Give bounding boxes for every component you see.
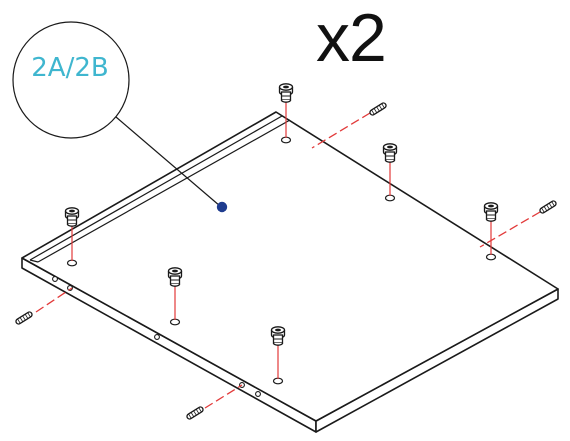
hole-icon	[169, 318, 181, 326]
hole-icon	[66, 259, 78, 267]
callout-leader-line	[115, 116, 221, 207]
wooden-dowel-icon	[368, 101, 388, 117]
hole-icon	[154, 334, 160, 340]
hole-icon	[272, 377, 284, 385]
dowel-guide-line	[204, 384, 243, 409]
callout	[12, 21, 228, 213]
hole-icon	[255, 391, 261, 397]
callout-circle	[12, 21, 130, 139]
hole-icon	[52, 276, 58, 282]
panel-groove-line	[29, 259, 39, 263]
dowel-guide-line	[35, 287, 73, 313]
callout-label: 2A/2B	[31, 53, 109, 83]
cam-lock-icon	[382, 143, 398, 163]
callout-marker	[216, 201, 228, 213]
cam-lock-icon	[483, 202, 499, 222]
hole-icon	[485, 253, 497, 261]
wooden-dowel-icon	[538, 199, 558, 215]
hole-icon	[384, 194, 396, 202]
dowel-guide-lines	[35, 112, 541, 409]
cam-lock-icon	[270, 326, 286, 346]
cam-guide-lines	[71, 100, 492, 379]
wooden-dowel-icon	[14, 310, 34, 326]
panel	[21, 111, 559, 433]
panel-top-face	[21, 111, 559, 422]
edge-holes	[52, 276, 261, 397]
hole-icon	[280, 136, 292, 144]
dowel-guide-line	[479, 211, 541, 248]
cam-lock-icon	[278, 83, 294, 103]
cam-lock-icon	[167, 267, 183, 287]
dowel-guide-line	[311, 112, 371, 149]
cam-lock-icon	[64, 207, 80, 227]
panel-groove-line	[37, 119, 291, 263]
quantity-label: x2	[316, 0, 387, 76]
wooden-dowel-icon	[185, 405, 205, 421]
